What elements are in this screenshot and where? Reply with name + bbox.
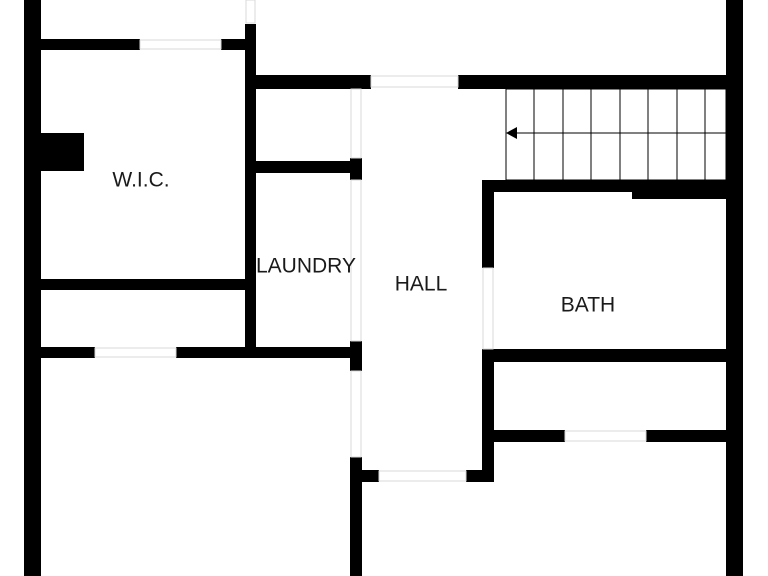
laundry-door-upper — [350, 88, 362, 159]
hall-left-wall-lower — [350, 457, 362, 576]
bath-closet-door — [564, 430, 647, 442]
room-labels: W.I.C. LAUNDRY HALL BATH — [112, 169, 615, 317]
hall-bottom-wall-left — [362, 470, 379, 482]
walls — [24, 0, 743, 576]
wic-laundry-wall — [245, 24, 256, 350]
bath-top-wall-thick — [632, 180, 726, 199]
room-label-bath: BATH — [561, 294, 615, 317]
laundry-shelf-wall — [256, 161, 362, 173]
wic-bottom-wall — [41, 279, 249, 290]
stair-top-wall — [458, 75, 726, 89]
closet-bottom-wall — [41, 347, 95, 358]
closet-door — [94, 347, 177, 358]
laundry-top-wall — [256, 75, 371, 89]
room-label-hall: HALL — [395, 273, 448, 296]
wic-top-wall-right — [221, 39, 256, 50]
hall-left-post-1 — [350, 158, 362, 180]
outer-left-wall — [24, 0, 41, 576]
bath-bottom-wall — [494, 349, 726, 362]
bath-closet-bottom-wall-right — [646, 430, 726, 442]
staircase — [505, 88, 727, 181]
wic-chimney — [41, 133, 84, 171]
bath-door — [482, 267, 494, 350]
bedroom-door — [350, 370, 362, 458]
bath-top-wall — [482, 180, 632, 192]
hall-top-door — [370, 75, 459, 88]
room-label-laundry: LAUNDRY — [256, 255, 356, 278]
hall-right-wall-lower — [482, 349, 494, 482]
hall-left-post-2 — [350, 341, 362, 371]
wic-top-wall — [41, 39, 140, 50]
bath-closet-bottom-wall — [494, 430, 565, 442]
closet-bottom-wall-right — [176, 347, 362, 358]
laundry-door — [350, 179, 362, 342]
room-label-wic: W.I.C. — [112, 169, 169, 192]
staircase-outline — [505, 88, 727, 181]
door-openings — [94, 0, 647, 482]
hall-bottom-door — [378, 470, 467, 482]
upper-door — [245, 0, 256, 24]
hall-right-wall-upper — [482, 180, 494, 268]
wic-door — [139, 39, 222, 50]
outer-right-wall — [726, 0, 743, 576]
stair-direction-arrow-icon — [506, 127, 517, 139]
